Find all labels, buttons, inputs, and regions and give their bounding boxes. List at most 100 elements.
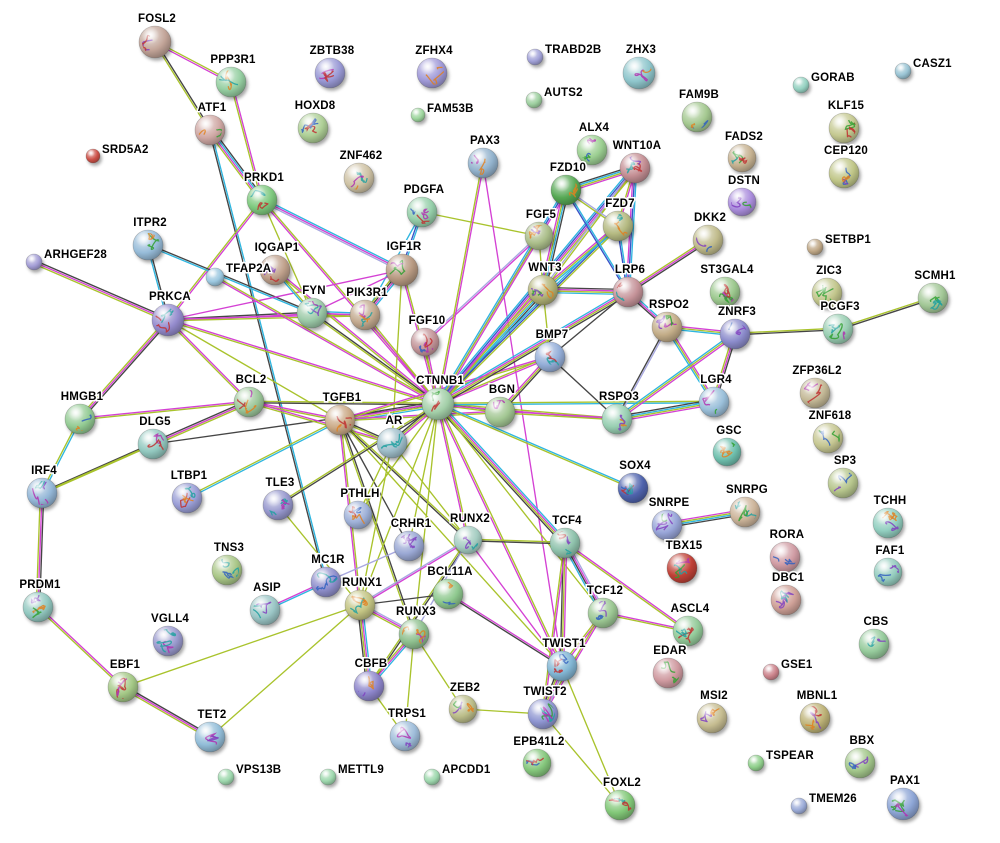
edge-TCF4-ASCL4[interactable] [563, 541, 690, 633]
node-ZNF618[interactable] [812, 415, 844, 454]
node-DLG5[interactable] [137, 428, 169, 460]
node-ASCL4[interactable] [672, 615, 704, 647]
node-FYN[interactable] [296, 297, 328, 329]
node-EPB41L2[interactable] [522, 748, 552, 778]
node-IQGAP1[interactable] [259, 254, 291, 291]
edge-TGFB1-TWIST1[interactable] [339, 419, 563, 667]
node-LGR4[interactable] [698, 386, 730, 429]
edge-PRKCA-CTNNB1[interactable] [167, 318, 439, 406]
node-RUNX2[interactable] [453, 525, 483, 555]
node-TLE3[interactable] [262, 489, 294, 523]
node-PAX1[interactable] [886, 787, 920, 821]
node-RUNX3[interactable] [398, 618, 431, 650]
node-BCL11A[interactable] [432, 571, 464, 610]
node-CRHR1[interactable] [393, 530, 425, 562]
node-ZBTB38[interactable] [314, 57, 346, 89]
edge-RSPO3-BGN[interactable] [499, 410, 618, 421]
node-TBX15[interactable] [666, 552, 698, 584]
node-WNT10A[interactable] [619, 141, 651, 184]
node-TRPS1[interactable] [389, 720, 421, 753]
edge-LGR4-RSPO3[interactable] [615, 398, 716, 423]
node-SETBP1[interactable] [806, 238, 824, 256]
edge-CTNNB1-LRP6[interactable] [436, 289, 630, 407]
node-EBF1[interactable] [107, 671, 139, 704]
edge-WNT3-FZD10[interactable] [539, 188, 570, 292]
edge-CTNNB1-RUNX2[interactable] [436, 403, 470, 541]
edge-ZNRF3-PCGF3[interactable] [734, 327, 839, 336]
node-CASZ1[interactable] [894, 62, 912, 80]
node-EDAR[interactable] [652, 657, 684, 689]
node-FOXL2[interactable] [598, 789, 636, 821]
node-BCL2[interactable] [233, 377, 265, 418]
edge-CTNNB1-RUNX3[interactable] [413, 403, 439, 635]
node-APCDD1[interactable] [423, 768, 441, 786]
node-PRKCA[interactable] [148, 303, 185, 337]
node-ZEB2[interactable] [446, 694, 478, 724]
edge-RUNX1-AR[interactable] [359, 442, 393, 606]
node-PDGFA[interactable] [400, 196, 438, 229]
node-BMP7[interactable] [534, 341, 566, 373]
edge-TGFB1-LTBP1[interactable] [185, 418, 342, 500]
node-CEP120[interactable] [828, 157, 860, 197]
node-TWIST1[interactable] [546, 650, 578, 682]
node-TMEM26[interactable] [790, 797, 808, 815]
node-DBC1[interactable] [770, 584, 802, 616]
node-SP3[interactable] [822, 467, 859, 499]
node-MC1R[interactable] [310, 566, 342, 600]
edge-IRF4-PRDM1[interactable] [35, 492, 45, 608]
edge-CTNNB1-TLE3[interactable] [276, 402, 440, 507]
node-BBX[interactable] [844, 747, 876, 779]
node-FAF1[interactable] [873, 557, 903, 587]
edge-AR-RUNX2[interactable] [391, 442, 469, 541]
node-GSC[interactable] [712, 433, 742, 467]
edge-RUNX1-EBF1[interactable] [122, 604, 361, 688]
edge-FYN-CTNNB1[interactable] [310, 311, 440, 406]
node-WNT3[interactable] [527, 274, 559, 306]
edge-PCGF3-SCMH1[interactable] [837, 296, 934, 331]
edge-IGF1R-FYN[interactable] [311, 269, 403, 314]
node-IGF1R[interactable] [384, 253, 419, 287]
node-FADS2[interactable] [724, 143, 757, 173]
edge-CTNNB1-PTHLH[interactable] [357, 403, 439, 516]
node-RSPO2[interactable] [651, 309, 683, 343]
node-CTNNB1[interactable] [421, 387, 455, 421]
edge-HMGB1-BCL2[interactable] [79, 400, 250, 421]
node-HMGB1[interactable] [64, 403, 96, 437]
node-ZNF462[interactable] [336, 162, 375, 196]
edge-PRKCA-HMGB1[interactable] [78, 318, 170, 421]
edge-RUNX1-RUNX2[interactable] [358, 538, 470, 607]
edge-PIK3R1-CTNNB1[interactable] [363, 313, 440, 406]
node-MSI2[interactable] [696, 702, 728, 734]
node-FGF5[interactable] [524, 221, 554, 251]
node-FAM9B[interactable] [681, 101, 713, 133]
edge-CTNNB1-TWIST1[interactable] [436, 402, 564, 668]
node-PAX3[interactable] [465, 147, 499, 179]
node-PIK3R1[interactable] [349, 299, 381, 331]
node-LTBP1[interactable] [171, 482, 203, 514]
edge-BCL2-CTNNB1[interactable] [248, 400, 439, 406]
edge-TWIST1-RUNX2[interactable] [467, 539, 563, 667]
edge-TGFB1-RUNX3[interactable] [338, 419, 416, 635]
edge-FGF10-FGF5[interactable] [423, 234, 541, 344]
node-MBNL1[interactable] [799, 702, 831, 734]
node-DSTN[interactable] [726, 187, 763, 217]
node-PRKD1[interactable] [246, 184, 278, 216]
edge-TCF4-RUNX2[interactable] [467, 538, 566, 545]
edge-WNT3-FZD7[interactable] [541, 224, 620, 292]
edge-IRF4-DLG5[interactable] [41, 442, 154, 495]
node-TCHH[interactable] [872, 507, 904, 539]
node-ST3GAL4[interactable] [709, 276, 741, 308]
node-AR[interactable] [376, 420, 408, 459]
edge-RUNX2-CBFB[interactable] [367, 538, 470, 688]
edge-TWIST2-FOXL2[interactable] [542, 713, 621, 806]
edge-ATF1-MC1R[interactable] [208, 129, 328, 583]
node-RSPO3[interactable] [601, 403, 639, 435]
edge-TGFB1-RUNX2[interactable] [338, 418, 470, 542]
node-CBS[interactable] [858, 628, 895, 660]
node-GSE1[interactable] [762, 663, 780, 681]
node-AUTS2[interactable] [525, 91, 543, 109]
edge-RUNX1-TLE3[interactable] [277, 504, 361, 606]
node-DKK2[interactable] [686, 224, 724, 259]
node-VPS13B[interactable] [217, 768, 235, 786]
edge-PAX3-CTNNB1[interactable] [436, 162, 485, 405]
